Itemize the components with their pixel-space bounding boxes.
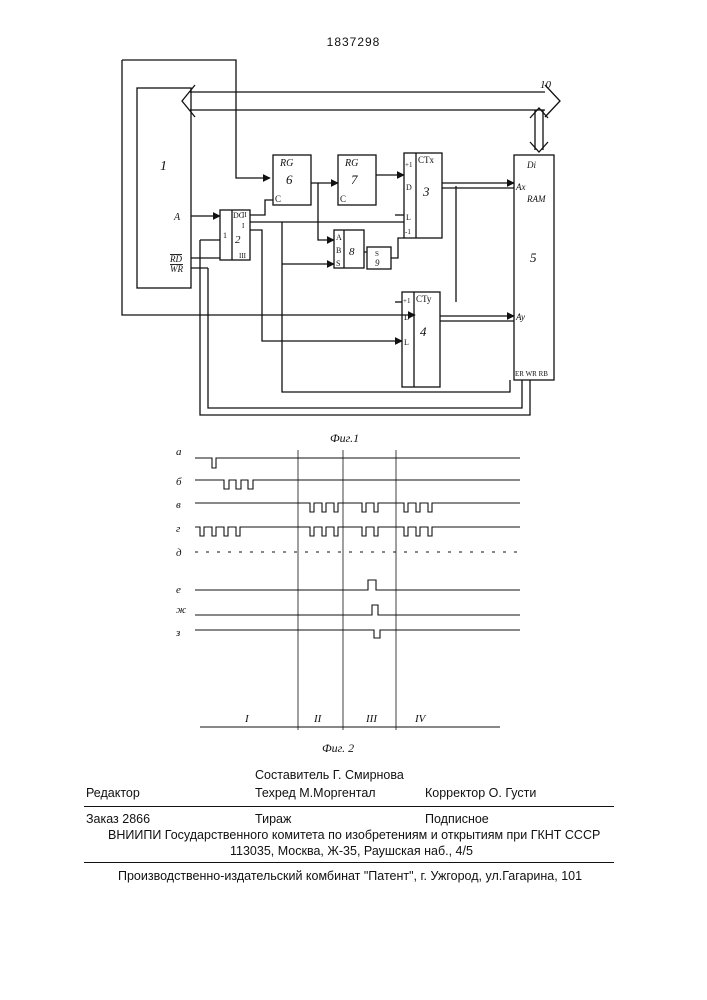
phase-2: II xyxy=(313,713,323,725)
fig2-caption: Фиг. 2 xyxy=(322,741,354,755)
reg7-label: RG xyxy=(344,158,358,169)
dc-input: 1 xyxy=(223,231,227,240)
logic8-pin-b: B xyxy=(336,246,341,255)
ram-label: RAM xyxy=(526,194,546,204)
block9-label: S xyxy=(375,250,379,258)
reg6-label: RG xyxy=(279,158,293,169)
bus-label: 10 xyxy=(540,79,552,91)
ctr4-num: 4 xyxy=(420,324,427,339)
ram-num: 5 xyxy=(530,250,537,265)
ctr3-pin-l: L xyxy=(406,213,411,222)
phase-4: IV xyxy=(414,713,427,725)
ctr4-pin-d: D xyxy=(404,313,410,322)
timing-row-zh: ж xyxy=(176,604,187,616)
reg6-num: 6 xyxy=(286,172,293,187)
sig-rd: RD xyxy=(169,254,182,264)
corrector-line: Корректор О. Густи xyxy=(425,786,536,800)
publisher-line: Производственно-издательский комбинат "П… xyxy=(118,869,582,883)
phase-3: III xyxy=(365,713,378,725)
timing-row-d: д xyxy=(176,547,182,559)
techred-line: Техред М.Моргентал xyxy=(255,786,376,800)
timing-row-z: з xyxy=(175,627,180,639)
sig-a: A xyxy=(173,212,181,223)
reg7-num: 7 xyxy=(351,172,358,187)
ram-ax-pin: Ax xyxy=(515,182,526,192)
ctr4-label: CTy xyxy=(416,294,432,304)
address-line: 113035, Москва, Ж-35, Раушская наб., 4/5 xyxy=(230,844,473,858)
phase-1: I xyxy=(244,713,250,725)
footer-divider-bottom xyxy=(84,862,614,863)
timing-row-g: г xyxy=(176,523,181,535)
ctr4-pin-inc: +1 xyxy=(403,297,411,305)
ctr3-label: CTx xyxy=(418,155,435,165)
footer-divider-top xyxy=(84,806,614,807)
ctr3-pin-d: D xyxy=(406,183,412,192)
compiler-line: Составитель Г. Смирнова xyxy=(255,768,404,782)
logic8-num: 8 xyxy=(349,246,355,258)
timing-traces xyxy=(195,458,520,727)
reg7-clock: C xyxy=(340,194,346,204)
editor-label: Редактор xyxy=(86,786,140,800)
ctr3-pin-inc: +1 xyxy=(405,161,413,169)
subscription: Подписное xyxy=(425,812,489,826)
timing-row-a: а xyxy=(176,446,182,458)
fig1-caption: Фиг.1 xyxy=(330,431,359,445)
dc-out-2: II xyxy=(242,211,247,219)
dc-out-1: I xyxy=(242,222,245,230)
ctr3-num: 3 xyxy=(422,184,430,199)
timing-row-v: в xyxy=(176,499,181,511)
logic8-pin-s: S xyxy=(336,259,340,268)
vniipi-line: ВНИИПИ Государственного комитета по изоб… xyxy=(108,828,600,842)
ram-ay-pin: Ay xyxy=(515,312,525,322)
timing-row-e: е xyxy=(176,584,181,596)
ram-ctrl-pins: ER WR RB xyxy=(515,370,548,378)
dc-out-3: III xyxy=(239,252,247,260)
timing-row-b: б xyxy=(176,476,182,488)
logic8-pin-a: A xyxy=(336,233,342,242)
ctr3-pin-dec: -1 xyxy=(405,228,411,236)
block9-num: 9 xyxy=(375,258,380,268)
circulation: Тираж xyxy=(255,812,291,826)
order-number: Заказ 2866 xyxy=(86,812,150,826)
ram-data-pin: Di xyxy=(526,160,536,170)
reg6-clock: C xyxy=(275,194,281,204)
dc-num: 2 xyxy=(235,234,241,246)
ctr4-pin-l: L xyxy=(404,338,409,347)
block1-label: 1 xyxy=(160,159,167,174)
sig-wr: WR xyxy=(170,264,183,274)
